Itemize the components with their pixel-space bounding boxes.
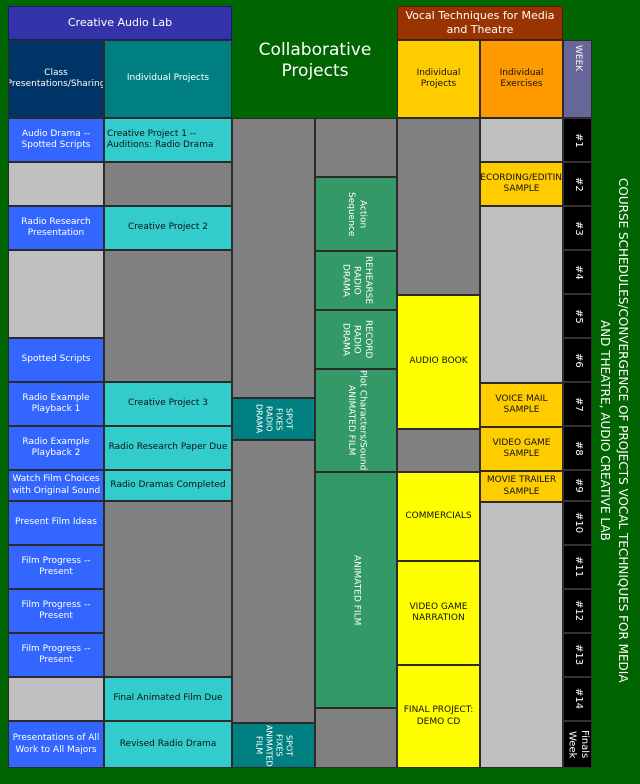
voice-mail-sample: VOICE MAIL SAMPLE [480, 383, 563, 427]
rehearse-radio-drama: REHEARSE RADIO DRAMA [315, 251, 397, 310]
week-3: #3 [563, 206, 592, 250]
collaborative-projects-title: Collaborative Projects [258, 40, 372, 82]
creative-audio-lab-header: Creative Audio Lab [8, 6, 232, 40]
cal-week-4-6-empty [104, 250, 232, 382]
action-sequence: Action Sequence [315, 177, 397, 251]
cp-week-14-empty [8, 677, 104, 721]
collab-a-week-1-6-empty [232, 118, 315, 398]
week-14: #14 [563, 677, 592, 721]
cp-week-1: Audio Drama -- Spotted Scripts [8, 118, 104, 162]
cp-week-12: Film Progress -- Present [8, 589, 104, 633]
class-presentations-header: Class Presentations/Sharing [8, 40, 104, 118]
cp-week-9: Watch Film Choices with Original Sound [8, 470, 104, 501]
cp-week-7: Radio Example Playback 1 [8, 382, 104, 426]
cp-week-8: Radio Example Playback 2 [8, 426, 104, 470]
collab-b-week-1-empty [315, 118, 397, 177]
week-12: #12 [563, 589, 592, 633]
spot-fixes-animated-film: SPOT FIXES ANIMATED FILM [232, 723, 315, 768]
week-11: #11 [563, 545, 592, 589]
vocal-techniques-header: Vocal Techniques for Media and Theatre [397, 6, 563, 40]
cp-week-10: Present Film Ideas [8, 501, 104, 545]
vt-individual-projects-header: Individual Projects [397, 40, 480, 118]
vtp-week-1-4-empty [397, 118, 480, 295]
video-game-sample: VIDEO GAME SAMPLE [480, 427, 563, 471]
cp-week-11: Film Progress -- Present [8, 545, 104, 589]
record-radio-drama: RECORD RADIO DRAMA [315, 310, 397, 369]
animated-film: ANIMATED FILM [315, 472, 397, 708]
cal-week-10-13-empty [104, 501, 232, 677]
spot-fixes-radio-drama: SPOT FIXES RADIO DRAMA [232, 398, 315, 440]
recording-editing-sample: RECORDING/EDITING SAMPLE [480, 162, 563, 206]
cp-week-6: Spotted Scripts [8, 338, 104, 382]
week-7: #7 [563, 382, 592, 426]
week-4: #4 [563, 250, 592, 294]
collab-b-finals-empty [315, 708, 397, 768]
week-1: #1 [563, 118, 592, 162]
cal-week-8: Radio Research Paper Due [104, 426, 232, 470]
audio-book: AUDIO BOOK [397, 295, 480, 429]
week-5: #5 [563, 294, 592, 338]
week-13: #13 [563, 633, 592, 677]
vtp-week-8-empty [397, 429, 480, 472]
cal-week-7: Creative Project 3 [104, 382, 232, 426]
cal-finals: Revised Radio Drama [104, 721, 232, 768]
cal-week-9: Radio Dramas Completed [104, 470, 232, 501]
cp-finals: Presentations of All Work to All Majors [8, 721, 104, 768]
vte-week-10-finals-empty [480, 502, 563, 768]
cp-week-3: Radio Research Presentation [8, 206, 104, 250]
commercials: COMMERCIALS [397, 472, 480, 561]
cp-week-4-5-empty [8, 250, 104, 338]
cp-week-2-empty [8, 162, 104, 206]
video-game-narration: VIDEO GAME NARRATION [397, 561, 480, 665]
cal-week-3: Creative Project 2 [104, 206, 232, 250]
week-10: #10 [563, 501, 592, 545]
cp-week-13: Film Progress -- Present [8, 633, 104, 677]
vt-individual-exercises-header: Individual Exercises [480, 40, 563, 118]
week-header: WEEK [563, 40, 592, 118]
final-project-demo-cd: FINAL PROJECT: DEMO CD [397, 665, 480, 768]
cal-week-1: Creative Project 1 -- Auditions: Radio D… [104, 118, 232, 162]
vte-week-1-empty [480, 118, 563, 162]
cal-week-2-empty [104, 162, 232, 206]
week-6: #6 [563, 338, 592, 382]
course-schedules-side-title: COURSE SCHEDULES/CONVERGENCE OF PROJECTS… [598, 177, 630, 683]
collab-a-week-8-14-empty [232, 440, 315, 723]
week-9: #9 [563, 470, 592, 501]
plot-characters-sound: Plot Characters/Sound ANIMATED FILM [315, 369, 397, 472]
week-8: #8 [563, 426, 592, 470]
movie-trailer-sample: MOVIE TRAILER SAMPLE [480, 471, 563, 502]
cal-week-14: Final Animated Film Due [104, 677, 232, 721]
week-finals: Finals Week [563, 721, 592, 768]
cal-individual-projects-header: Individual Projects [104, 40, 232, 118]
vte-week-3-6-empty [480, 206, 563, 383]
week-2: #2 [563, 162, 592, 206]
